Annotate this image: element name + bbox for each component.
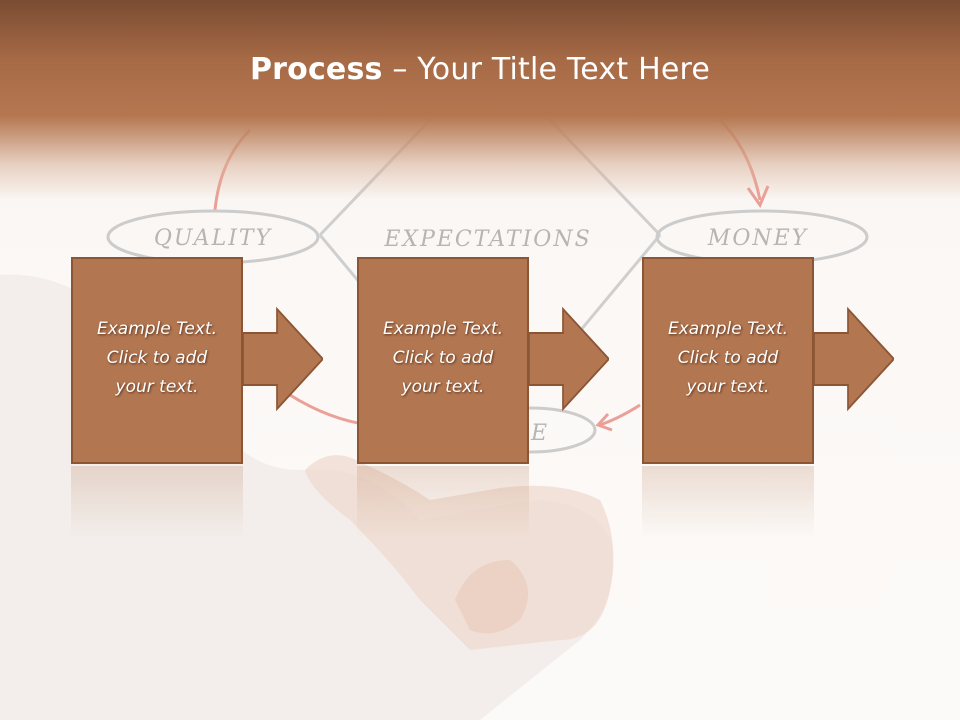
title-band [0, 0, 960, 200]
step-3-box[interactable]: Example Text. Click to add your text. [642, 257, 814, 464]
step-3-arrow-icon [814, 306, 894, 412]
step-2-reflection [357, 466, 529, 538]
expectations-label: EXPECTATIONS [383, 227, 591, 252]
bottom-oval-label: E [530, 421, 549, 446]
title-rest: – Your Title Text Here [382, 52, 711, 87]
money-label: MONEY [707, 226, 809, 251]
step-2-arrow-icon [529, 306, 609, 412]
step-1-text[interactable]: Example Text. Click to add your text. [73, 315, 241, 402]
step-3-line-3: your text. [686, 377, 770, 397]
step-3-reflection [642, 466, 814, 538]
step-3-line-2: Click to add [677, 348, 779, 368]
slide-title[interactable]: Process – Your Title Text Here [0, 52, 960, 87]
step-1-line-2: Click to add [106, 348, 208, 368]
step-1-reflection [71, 466, 243, 538]
step-3-text[interactable]: Example Text. Click to add your text. [644, 315, 812, 402]
step-2-line-1: Example Text. [382, 319, 504, 339]
step-2-text[interactable]: Example Text. Click to add your text. [359, 315, 527, 402]
step-1-box[interactable]: Example Text. Click to add your text. [71, 257, 243, 464]
step-1-arrow-icon [243, 306, 323, 412]
title-bold: Process [249, 52, 383, 87]
hand-shape [305, 455, 614, 650]
step-2-line-3: your text. [401, 377, 485, 397]
step-2-line-2: Click to add [392, 348, 494, 368]
step-3-line-1: Example Text. [667, 319, 789, 339]
step-2-box[interactable]: Example Text. Click to add your text. [357, 257, 529, 464]
quality-label: QUALITY [154, 226, 273, 251]
thumb-shape [455, 560, 528, 634]
step-1-line-3: your text. [115, 377, 199, 397]
step-1-line-1: Example Text. [96, 319, 218, 339]
